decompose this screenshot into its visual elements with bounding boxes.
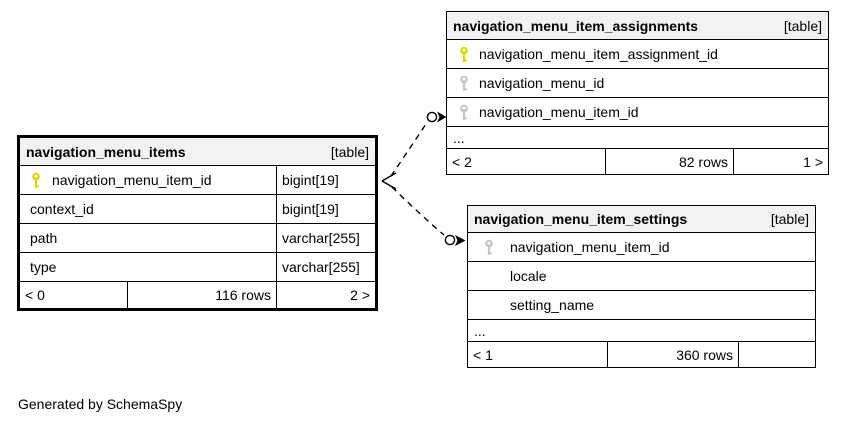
column-row: path varchar[255] bbox=[20, 224, 375, 253]
primary-key-icon bbox=[32, 172, 40, 188]
pager-prev: < 2 bbox=[452, 153, 472, 170]
more-columns-ellipsis: ... bbox=[468, 320, 815, 342]
primary-key-icon bbox=[459, 46, 468, 62]
column-type: bigint[19] bbox=[276, 195, 375, 223]
column-row: navigation_menu_item_id bbox=[468, 233, 815, 262]
relationship-line-assignments bbox=[390, 120, 429, 177]
column-name: navigation_menu_id bbox=[479, 75, 605, 91]
table-header: navigation_menu_items [table] bbox=[20, 138, 375, 166]
more-columns-ellipsis: ... bbox=[447, 127, 828, 149]
pager-next: 2 > bbox=[276, 282, 375, 308]
pager-prev: < 0 bbox=[25, 287, 45, 303]
generator-note: Generated by SchemaSpy bbox=[18, 396, 183, 412]
table-footer: < 2 82 rows 1 > bbox=[447, 149, 828, 174]
column-row: type varchar[255] bbox=[20, 253, 375, 282]
table-tag: [table] bbox=[783, 17, 822, 34]
column-name: type bbox=[30, 259, 57, 275]
column-row: navigation_menu_item_id bigint[19] bbox=[20, 166, 375, 195]
table-title[interactable]: navigation_menu_item_settings bbox=[474, 211, 688, 227]
column-row: navigation_menu_item_assignment_id bbox=[447, 40, 828, 69]
column-name: setting_name bbox=[510, 297, 595, 313]
table-tag: [table] bbox=[330, 143, 369, 160]
table-navigation-menu-item-settings[interactable]: navigation_menu_item_settings [table] na… bbox=[467, 205, 816, 368]
table-header: navigation_menu_item_settings [table] bbox=[468, 206, 815, 233]
column-row: navigation_menu_id bbox=[447, 69, 828, 98]
table-footer: < 0 116 rows 2 > bbox=[20, 282, 375, 308]
table-tag: [table] bbox=[770, 211, 809, 227]
zero-cardinality-circle-icon bbox=[444, 234, 456, 246]
table-navigation-menu-item-assignments[interactable]: navigation_menu_item_assignments [table]… bbox=[446, 11, 829, 175]
table-header: navigation_menu_item_assignments [table] bbox=[447, 12, 828, 40]
column-name: navigation_menu_item_id bbox=[510, 239, 670, 255]
row-count: 82 rows bbox=[605, 149, 733, 174]
column-row: setting_name bbox=[468, 291, 815, 320]
row-count: 116 rows bbox=[127, 282, 276, 308]
foreign-key-icon bbox=[459, 75, 468, 91]
column-name: navigation_menu_item_id bbox=[52, 172, 212, 188]
column-name: path bbox=[30, 230, 58, 246]
column-row: navigation_menu_item_id bbox=[447, 98, 828, 127]
table-footer: < 1 360 rows bbox=[468, 342, 815, 367]
foreign-key-icon bbox=[484, 239, 493, 255]
relationship-line-settings bbox=[391, 186, 445, 236]
arrowhead-settings-icon bbox=[455, 235, 466, 246]
pager-prev: < 1 bbox=[473, 346, 493, 363]
table-title[interactable]: navigation_menu_item_assignments bbox=[453, 17, 699, 34]
column-row: context_id bigint[19] bbox=[20, 195, 375, 224]
pager-next bbox=[738, 342, 815, 367]
column-name: locale bbox=[510, 268, 547, 284]
column-type: bigint[19] bbox=[276, 166, 375, 194]
column-type: varchar[255] bbox=[276, 253, 375, 281]
foreign-key-icon bbox=[459, 104, 468, 120]
column-name: navigation_menu_item_id bbox=[479, 104, 639, 120]
table-title[interactable]: navigation_menu_items bbox=[26, 143, 186, 160]
column-type: varchar[255] bbox=[276, 224, 375, 252]
column-name: navigation_menu_item_assignment_id bbox=[479, 46, 718, 62]
parent-open-arrow-icon bbox=[381, 172, 397, 190]
column-row: locale bbox=[468, 262, 815, 291]
row-count: 360 rows bbox=[607, 342, 738, 367]
table-navigation-menu-items[interactable]: navigation_menu_items [table] navigation… bbox=[17, 135, 378, 311]
column-name: context_id bbox=[30, 201, 94, 217]
zero-cardinality-circle-icon bbox=[426, 111, 438, 123]
pager-next: 1 > bbox=[733, 149, 828, 174]
